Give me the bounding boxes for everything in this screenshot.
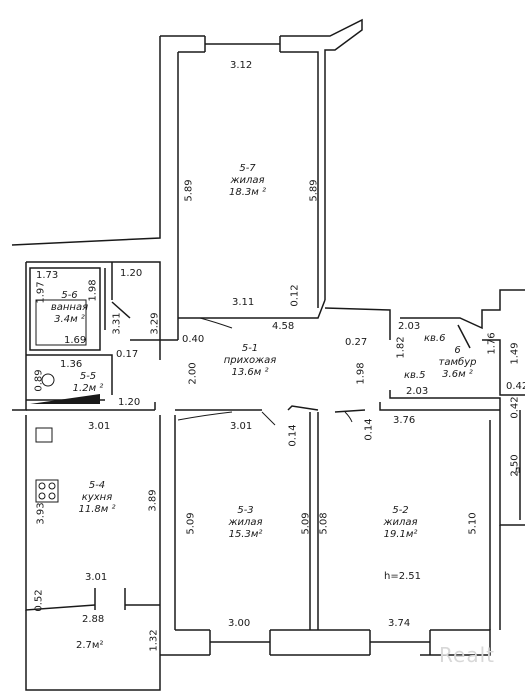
room-name: тамбур	[438, 357, 477, 368]
room-label-5-4: 5-4 кухня 11.8м ²	[72, 480, 122, 516]
dim-label: 3.93	[35, 502, 47, 525]
dim-label: 2.03	[406, 386, 429, 397]
room-name: прихожая	[223, 355, 277, 366]
dim-label: 0.52	[33, 589, 45, 612]
dim-label: 3.29	[149, 312, 161, 335]
dim-label: 1.98	[355, 362, 367, 385]
window-bottom-right	[369, 630, 431, 655]
dim-label: 0.89	[33, 369, 45, 392]
room-area: 15.3м²	[228, 529, 263, 540]
room-id: 5-6	[61, 290, 78, 301]
dim-label: 0.14	[363, 418, 375, 441]
dim-label: 2.88	[82, 614, 105, 625]
stove-icon	[35, 479, 59, 503]
dim-label: 3.01	[85, 572, 108, 583]
dim-label: 3.31	[111, 312, 123, 335]
dim-label: 5.09	[300, 512, 312, 535]
dim-label: 4.58	[272, 321, 295, 332]
dim-label: 0.42	[509, 396, 521, 419]
room-id: 5-2	[392, 505, 409, 516]
dim-label: 1.97	[35, 281, 47, 304]
dim-label: 3.12	[230, 60, 253, 71]
room-label-5-5: 5-5 1.2м ²	[70, 371, 106, 395]
washbasin-icon	[41, 373, 55, 387]
dim-label: 0.42	[506, 381, 525, 392]
apartment-6-label: кв.6	[424, 333, 446, 344]
room-id: 5-7	[239, 163, 256, 174]
cut-room-label: л	[514, 465, 521, 476]
dim-label: 0.40	[182, 334, 205, 345]
balcony-area-label: 2.7м²	[76, 640, 104, 651]
dim-label: 3.76	[393, 415, 416, 426]
dim-label: 5.89	[308, 179, 320, 202]
room-id: 5-5	[79, 371, 97, 382]
room-name: кухня	[81, 492, 113, 503]
dim-label: 0.27	[345, 337, 368, 348]
room-area: 19.1м²	[383, 529, 418, 540]
room-label-5-6: 5-6 ванная 3.4м ²	[47, 290, 92, 326]
apartment-5-label: кв.5	[404, 370, 426, 381]
room-area: 3.6м ²	[442, 369, 473, 380]
room-area: 18.3м ²	[229, 187, 266, 198]
exterior-wall-top-bedroom	[160, 18, 363, 300]
shaft-hatch	[30, 394, 100, 404]
dim-label: 1.32	[148, 629, 160, 652]
room-name: жилая	[383, 517, 418, 528]
dim-label: 2.00	[187, 362, 199, 385]
dim-label: 3.11	[232, 297, 255, 308]
dim-label: 3.74	[388, 618, 411, 629]
window-top	[204, 36, 281, 52]
ceiling-height-label: h=2.51	[384, 571, 421, 582]
bathtub-icon	[35, 299, 87, 346]
dim-label: 1.20	[120, 268, 143, 279]
dim-label: 5.09	[185, 512, 197, 535]
dim-label: 0.17	[116, 349, 139, 360]
dim-label: 1.69	[64, 335, 87, 346]
dim-label: 2.50	[509, 454, 521, 477]
dim-label: 1.49	[509, 342, 521, 365]
room-id: 5-4	[88, 480, 106, 491]
window-bottom-left	[209, 630, 271, 655]
room-name: жилая	[228, 517, 263, 528]
balcony-outline	[25, 605, 161, 691]
dim-label: 3.00	[228, 618, 251, 629]
dim-label: 0.12	[289, 284, 301, 307]
dim-label: 1.82	[395, 336, 407, 359]
room-area: 13.6м ²	[231, 367, 269, 378]
dim-label: 1.73	[36, 270, 59, 281]
room-label-5-2: 5-2 жилая 19.1м²	[373, 505, 428, 541]
room-id: 6	[454, 345, 461, 356]
room-label-5-3: 5-3 жилая 15.3м²	[218, 505, 273, 541]
room-name: ванная	[50, 302, 89, 313]
room-label-5-1: 5-1 прихожая 13.6м ²	[220, 343, 280, 379]
room-area: 11.8м ²	[78, 504, 116, 515]
room-id: 5-1	[241, 343, 259, 354]
room-label-5-7: 5-7 жилая 18.3м ²	[220, 163, 275, 199]
dim-label: 3.01	[230, 421, 253, 432]
dim-label: 3.89	[147, 489, 159, 512]
dim-label: 1.98	[87, 279, 99, 302]
sink-icon	[35, 427, 53, 443]
dim-label: 2.03	[398, 321, 421, 332]
room-label-6: 6 тамбур 3.6м ²	[430, 345, 485, 381]
room-id: 5-3	[237, 505, 254, 516]
watermark: Realt	[439, 643, 495, 667]
dim-label: 1.76	[486, 332, 498, 355]
dim-label: 1.36	[60, 359, 83, 370]
room-area: 3.4м ²	[54, 314, 85, 325]
room-area: 1.2м ²	[72, 383, 104, 394]
dim-label: 0.14	[287, 424, 299, 447]
dim-label: 1.20	[118, 397, 141, 408]
dim-label: 3.01	[88, 421, 111, 432]
dim-label: 5.10	[467, 512, 479, 535]
room-name: жилая	[230, 175, 265, 186]
dim-label: 5.89	[183, 179, 195, 202]
dim-label: 5.08	[318, 512, 330, 535]
